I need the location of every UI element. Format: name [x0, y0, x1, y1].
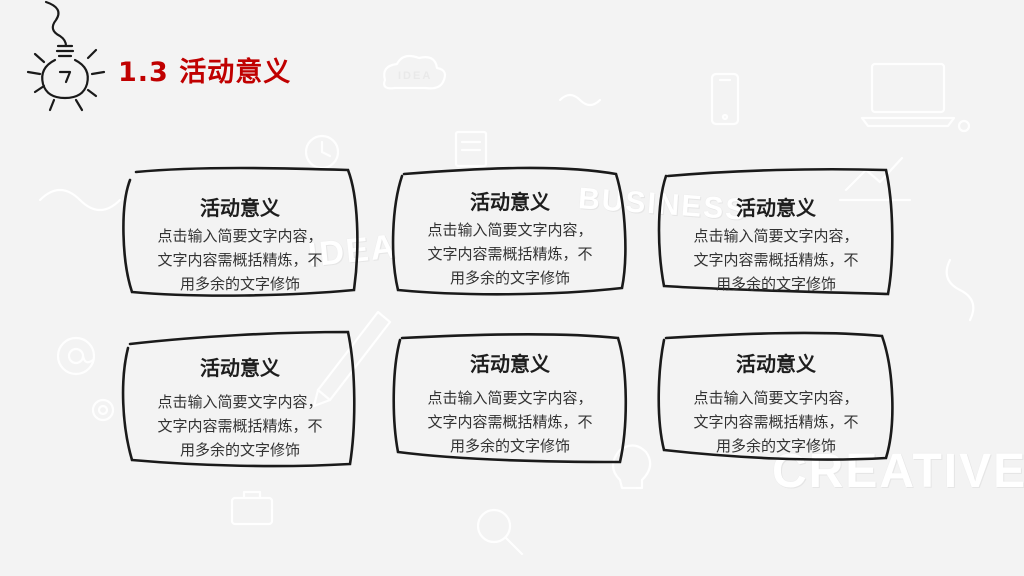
note-icon	[454, 130, 488, 168]
card-frame	[392, 332, 628, 464]
card-line: 文字内容需概括精炼，不	[157, 251, 323, 269]
card-frame	[122, 166, 359, 297]
card-line: 用多余的文字修饰	[715, 275, 836, 293]
card-line: 用多余的文字修饰	[715, 437, 836, 455]
card-line: 点击输入简要文字内容，	[157, 227, 323, 245]
gear-icon	[91, 398, 115, 422]
card-line: 用多余的文字修饰	[449, 269, 570, 287]
card-line: 点击输入简要文字内容，	[157, 393, 323, 411]
card-body: 点击输入简要文字内容， 文字内容需概括精炼，不 用多余的文字修饰	[676, 224, 876, 296]
lightbulb-icon	[26, 0, 106, 112]
card-frame	[657, 331, 894, 461]
card-body: 点击输入简要文字内容， 文字内容需概括精炼，不 用多余的文字修饰	[676, 386, 876, 458]
cloud-icon	[383, 54, 447, 90]
card-line: 文字内容需概括精炼，不	[693, 413, 859, 431]
content-card-6: 活动意义 点击输入简要文字内容， 文字内容需概括精炼，不 用多余的文字修饰	[656, 330, 896, 461]
card-frame	[391, 166, 627, 296]
phone-icon	[710, 72, 740, 126]
card-line: 文字内容需概括精炼，不	[427, 245, 593, 263]
card-line: 用多余的文字修饰	[179, 275, 300, 293]
content-card-1: 活动意义 点击输入简要文字内容， 文字内容需概括精炼，不 用多余的文字修饰	[120, 166, 360, 297]
page-title: 1.3 活动意义	[118, 57, 292, 88]
pencil-icon	[312, 310, 392, 408]
card-line: 点击输入简要文字内容，	[693, 389, 859, 407]
card-body: 点击输入简要文字内容， 文字内容需概括精炼，不 用多余的文字修饰	[410, 386, 610, 458]
clock-icon	[304, 134, 340, 170]
card-frame	[657, 167, 894, 296]
card-title: 活动意义	[470, 352, 550, 376]
card-body: 点击输入简要文字内容， 文字内容需概括精炼，不 用多余的文字修饰	[140, 224, 340, 296]
card-line: 用多余的文字修饰	[449, 437, 570, 455]
laptop-icon	[860, 62, 956, 128]
magnifier-icon	[476, 508, 524, 556]
slide-header: 1.3 活动意义	[0, 0, 400, 120]
content-card-5: 活动意义 点击输入简要文字内容， 文字内容需概括精炼，不 用多余的文字修饰	[390, 330, 630, 464]
card-body: 点击输入简要文字内容， 文字内容需概括精炼，不 用多余的文字修饰	[410, 218, 610, 290]
card-line: 文字内容需概括精炼，不	[427, 413, 593, 431]
at-sign-icon	[56, 336, 96, 376]
card-title: 活动意义	[200, 196, 280, 220]
card-frame	[121, 330, 356, 468]
bg-word-creative: CREATIVE	[772, 445, 1024, 498]
card-line: 用多余的文字修饰	[179, 441, 300, 459]
card-line: 文字内容需概括精炼，不	[693, 251, 859, 269]
card-title: 活动意义	[470, 190, 550, 214]
card-line: 点击输入简要文字内容，	[693, 227, 859, 245]
card-line: 文字内容需概括精炼，不	[157, 417, 323, 435]
card-title: 活动意义	[736, 196, 816, 220]
card-line: 点击输入简要文字内容，	[427, 389, 593, 407]
content-card-4: 活动意义 点击输入简要文字内容， 文字内容需概括精炼，不 用多余的文字修饰	[120, 330, 360, 468]
chart-icon	[838, 156, 912, 202]
card-title: 活动意义	[200, 356, 280, 380]
card-title: 活动意义	[736, 352, 816, 376]
light-bulb-icon	[611, 444, 652, 490]
briefcase-icon	[230, 490, 274, 526]
card-line: 点击输入简要文字内容，	[427, 221, 593, 239]
content-card-2: 活动意义 点击输入简要文字内容， 文字内容需概括精炼，不 用多余的文字修饰	[390, 166, 630, 296]
content-card-3: 活动意义 点击输入简要文字内容， 文字内容需概括精炼，不 用多余的文字修饰	[656, 166, 896, 296]
card-body: 点击输入简要文字内容， 文字内容需概括精炼，不 用多余的文字修饰	[140, 390, 340, 462]
bg-word-idea: IDEA	[398, 70, 433, 82]
